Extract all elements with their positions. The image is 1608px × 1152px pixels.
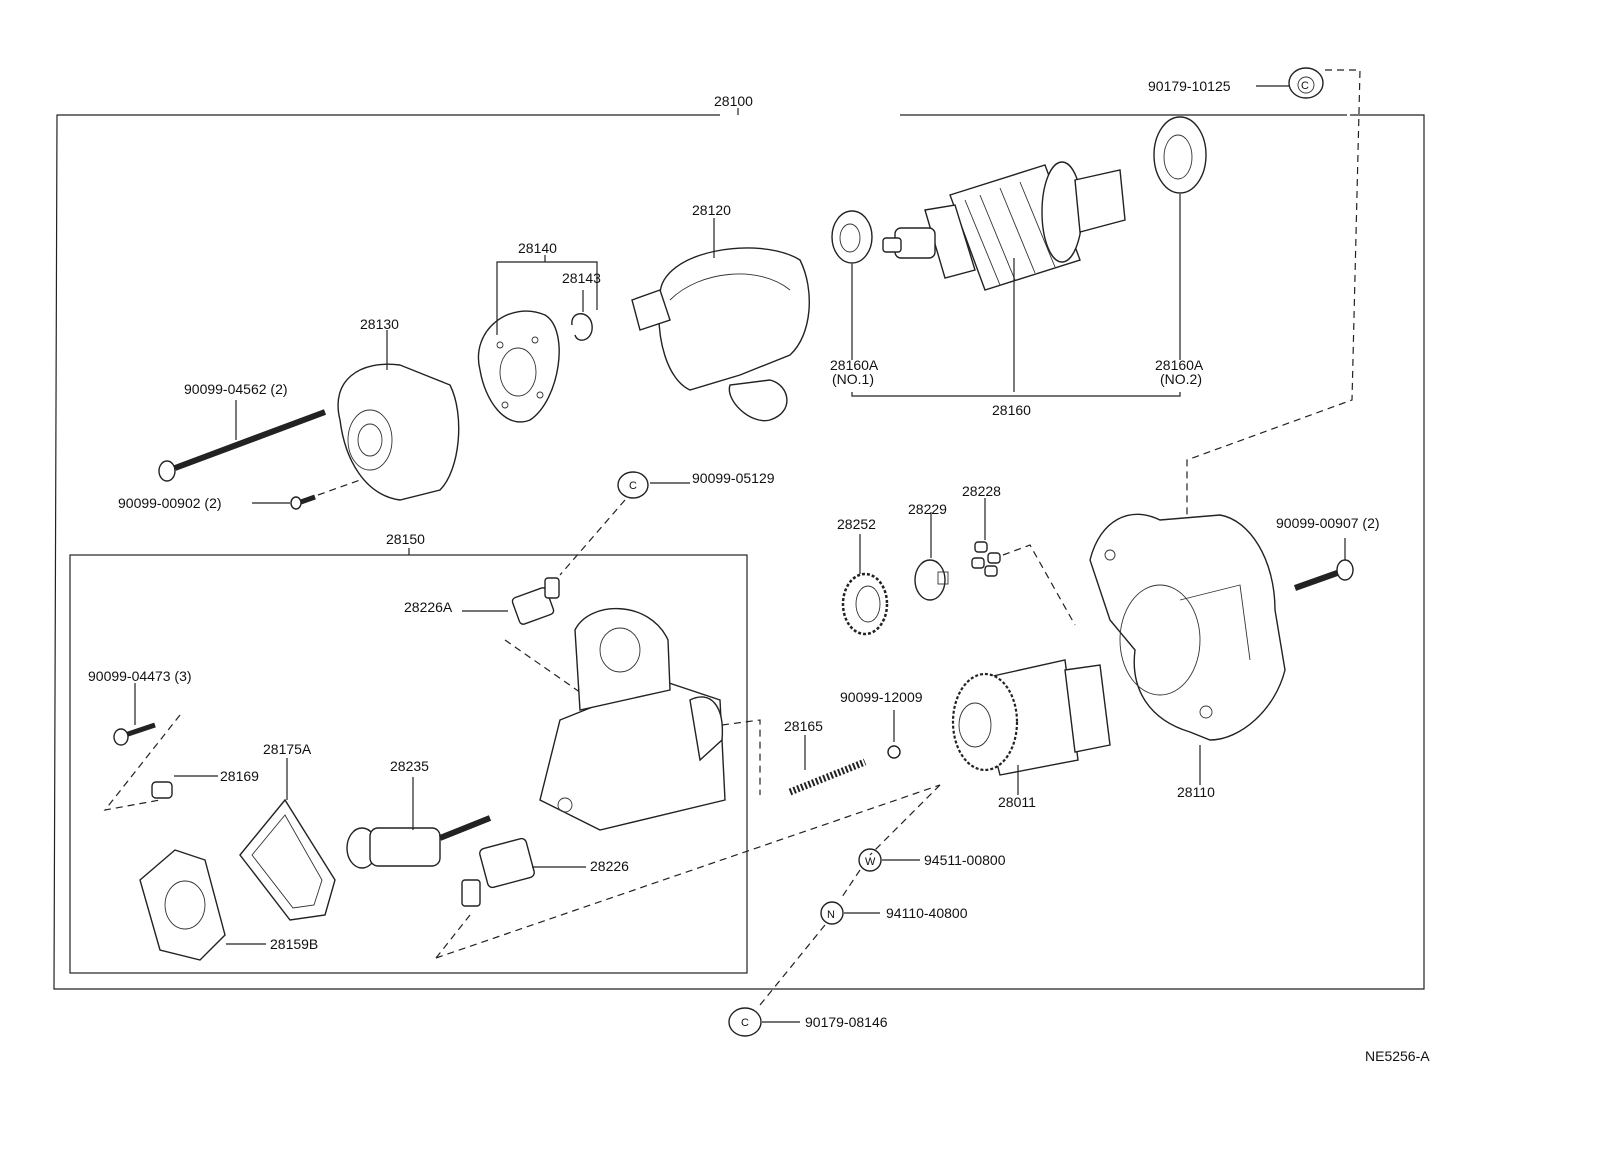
label-28229: 28229 (908, 501, 947, 517)
bolt-90099-00907 (1293, 538, 1354, 591)
label-28120: 28120 (692, 202, 731, 218)
housing-28110 (1089, 513, 1286, 785)
label-28226A: 28226A (404, 599, 453, 615)
nut-90099-05129 (559, 471, 690, 576)
nut-symbol-c-bottom: C (741, 1017, 749, 1029)
idler-gear-28252 (841, 534, 889, 636)
label-28160A-no2: 28160A (1155, 357, 1204, 373)
ball-90099-12009 (887, 710, 901, 759)
bearing-28160A-no2 (1153, 116, 1207, 360)
label-28169: 28169 (220, 768, 259, 784)
label-28150: 28150 (386, 531, 425, 547)
label-28130: 28130 (360, 316, 399, 332)
nut-symbol-n: N (827, 909, 835, 921)
armature-28160 (882, 161, 1126, 392)
label-28226: 28226 (590, 858, 629, 874)
bearing-28160A-no1 (831, 210, 873, 360)
label-90099-05129: 90099-05129 (692, 470, 775, 486)
label-28160: 28160 (992, 402, 1031, 418)
magnetic-switch-housing (539, 608, 761, 831)
label-90099-04473: 90099-04473 (3) (88, 668, 192, 684)
bracket-28160 (851, 392, 1181, 397)
yoke-28120 (631, 218, 810, 422)
plunger-28235 (346, 777, 492, 869)
cover-28159B (139, 849, 266, 961)
washer-symbol-w: W (865, 856, 876, 868)
washer-94511-00800 (858, 848, 920, 872)
label-90099-04562: 90099-04562 (2) (184, 381, 288, 397)
label-28252: 28252 (837, 516, 876, 532)
nut-symbol-c-top: C (1301, 80, 1309, 92)
label-28160A-no1: 28160A (830, 357, 879, 373)
label-94511-00800: 94511-00800 (924, 852, 1006, 868)
terminal-28226A (462, 577, 621, 721)
spring-28165 (788, 735, 867, 796)
spring-28143 (571, 290, 593, 341)
clutch-28011 (951, 659, 1111, 795)
label-94110-40800: 94110-40800 (886, 905, 968, 921)
end-frame-28130 (337, 330, 460, 501)
label-28160A-no2-sub: (NO.2) (1160, 371, 1202, 387)
label-90179-08146: 90179-08146 (805, 1014, 888, 1030)
label-28235: 28235 (390, 758, 429, 774)
screw-90099-04473 (103, 683, 181, 811)
screw-90099-00902 (252, 479, 361, 510)
assembly-frame-28100 (53, 108, 1425, 990)
label-28228: 28228 (962, 483, 1001, 499)
gasket-28175A (239, 758, 336, 921)
diagram-code: NE5256-A (1365, 1048, 1430, 1064)
nut-90179-08146 (728, 1007, 800, 1037)
nut-94110-40800 (759, 784, 941, 1006)
brush-holder-28140 (477, 255, 598, 423)
rollers-28228 (971, 498, 1076, 626)
retainer-28229 (914, 512, 949, 601)
part-28169 (151, 775, 218, 799)
label-28110: 28110 (1177, 784, 1215, 800)
label-28160A-no1-sub: (NO.1) (832, 371, 874, 387)
label-90099-12009: 90099-12009 (840, 689, 923, 705)
label-28011: 28011 (998, 794, 1036, 810)
label-28165: 28165 (784, 718, 823, 734)
label-90099-00902: 90099-00902 (2) (118, 495, 222, 511)
label-28140: 28140 (518, 240, 557, 256)
nut-symbol-c-mid: C (629, 480, 637, 492)
through-bolt-90099-04562 (158, 400, 327, 482)
label-28143: 28143 (562, 270, 601, 286)
label-90179-10125: 90179-10125 (1148, 78, 1231, 94)
label-28175A: 28175A (263, 741, 312, 757)
label-28100: 28100 (714, 93, 753, 109)
label-28159B: 28159B (270, 936, 318, 952)
label-90099-00907: 90099-00907 (2) (1276, 515, 1380, 531)
subassembly-frame-28150 (69, 548, 748, 974)
nut-90179-10125 (1186, 67, 1361, 540)
terminal-28226 (435, 784, 941, 959)
